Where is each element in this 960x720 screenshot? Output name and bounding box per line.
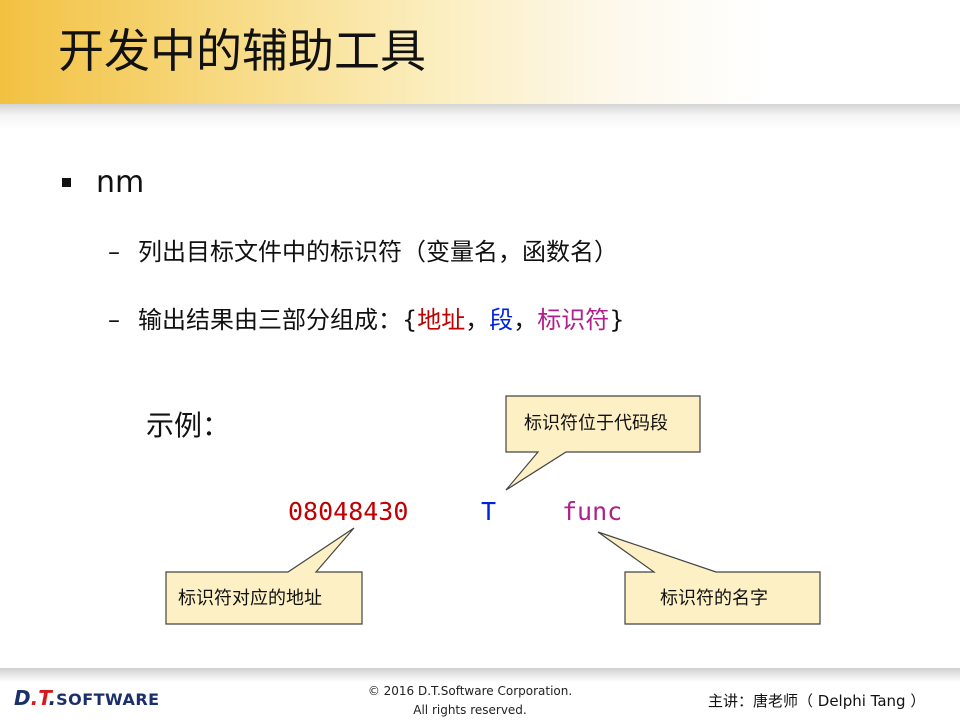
address-word: 地址 [417, 306, 466, 334]
callout-top-shape [505, 395, 701, 491]
identifier-word: 标识符 [537, 306, 610, 334]
sub-bullet-2-prefix: 输出结果由三部分组成：{ [138, 306, 418, 334]
callout-name-note: 标识符的名字 [660, 588, 768, 609]
separator-2: ， [513, 306, 538, 334]
presenter: 主讲：唐老师（ Delphi Tang ） [708, 692, 926, 710]
bullet-nm: nm [96, 165, 145, 200]
title-shadow [0, 104, 960, 130]
callout-segment-note: 标识符位于代码段 [524, 413, 668, 434]
segment-word: 段 [489, 306, 514, 334]
bullet-square-icon [62, 178, 71, 187]
example-type: T [481, 497, 497, 526]
example-label: 示例： [146, 409, 231, 442]
sub-bullet-2: 输出结果由三部分组成：{地址，段，标识符} [138, 304, 625, 336]
logo-t: T [38, 686, 49, 710]
dash-marker-1: – [108, 238, 120, 266]
callout-right-shape [597, 531, 821, 625]
slide-title: 开发中的辅助工具 [58, 24, 426, 78]
callout-left-shape [165, 527, 363, 625]
callout-address-note: 标识符对应的地址 [178, 588, 322, 609]
separator-1: ， [465, 306, 490, 334]
logo-software: SOFTWARE [56, 690, 160, 709]
sub-bullet-1: 列出目标文件中的标识符（变量名，函数名） [138, 238, 618, 266]
example-name: func [562, 497, 623, 526]
copyright-line-2: All rights reserved. [413, 703, 527, 717]
sub-bullet-2-suffix: } [609, 306, 625, 334]
footer-divider [0, 668, 960, 682]
logo-dot: . [30, 686, 39, 710]
copyright-line-1: © 2016 D.T.Software Corporation. [367, 684, 573, 698]
dash-marker-2: – [108, 306, 120, 334]
example-address: 08048430 [288, 497, 409, 526]
title-band [0, 0, 960, 104]
logo-dot-2: . [48, 686, 57, 710]
logo-d: D [14, 686, 31, 710]
dt-software-logo: D.T.SOFTWARE [14, 684, 160, 714]
copyright: © 2016 D.T.Software Corporation. All rig… [300, 682, 640, 720]
